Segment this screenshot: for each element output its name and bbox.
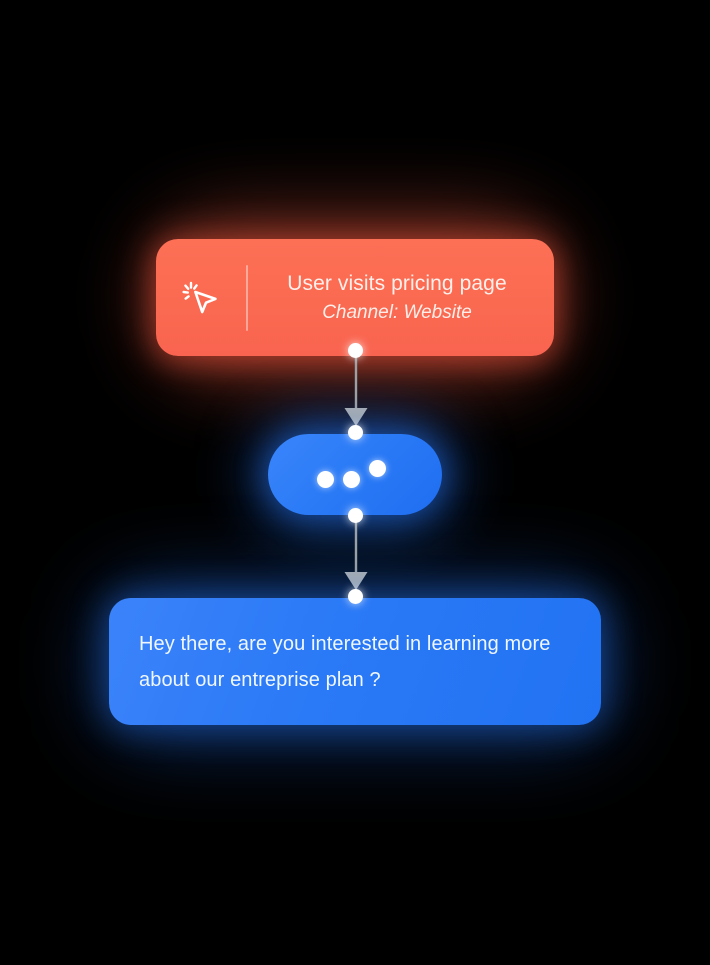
typing-dot-1: [317, 470, 334, 488]
trigger-card-text: User visits pricing page Channel: Websit…: [248, 269, 554, 327]
down-arrow-icon: [344, 572, 368, 590]
typing-indicator-node[interactable]: [268, 434, 442, 515]
message-input-port[interactable]: [348, 589, 363, 604]
typing-dots: [317, 458, 393, 492]
trigger-node-card[interactable]: User visits pricing page Channel: Websit…: [156, 239, 554, 356]
message-node[interactable]: Hey there, are you interested in learnin…: [109, 598, 601, 725]
message-text: Hey there, are you interested in learnin…: [139, 632, 551, 691]
click-cursor-icon: [156, 279, 246, 317]
typing-dot-3: [369, 459, 386, 477]
down-arrow-icon: [344, 408, 368, 426]
typing-dot-2: [343, 470, 360, 488]
typing-output-port[interactable]: [348, 508, 363, 523]
trigger-card-divider: [246, 264, 248, 331]
trigger-title: User visits pricing page: [287, 271, 507, 295]
trigger-subtitle: Channel: Website: [322, 301, 472, 323]
trigger-output-port[interactable]: [348, 343, 363, 358]
typing-input-port[interactable]: [348, 425, 363, 440]
